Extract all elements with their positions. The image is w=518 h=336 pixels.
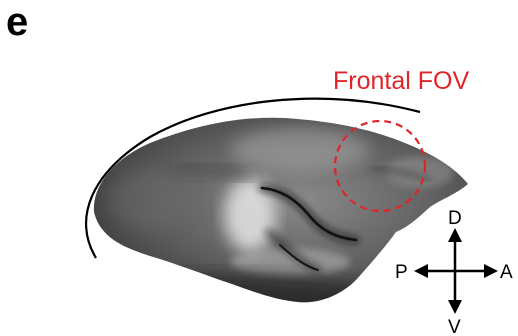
ventral-label: V: [448, 317, 461, 336]
frontal-fov-label: Frontal FOV: [333, 67, 469, 95]
brain-surface: [70, 118, 468, 326]
posterior-label: P: [395, 262, 408, 283]
orientation-compass: [414, 228, 498, 314]
dorsal-label: D: [448, 208, 462, 229]
anterior-label: A: [500, 262, 513, 283]
